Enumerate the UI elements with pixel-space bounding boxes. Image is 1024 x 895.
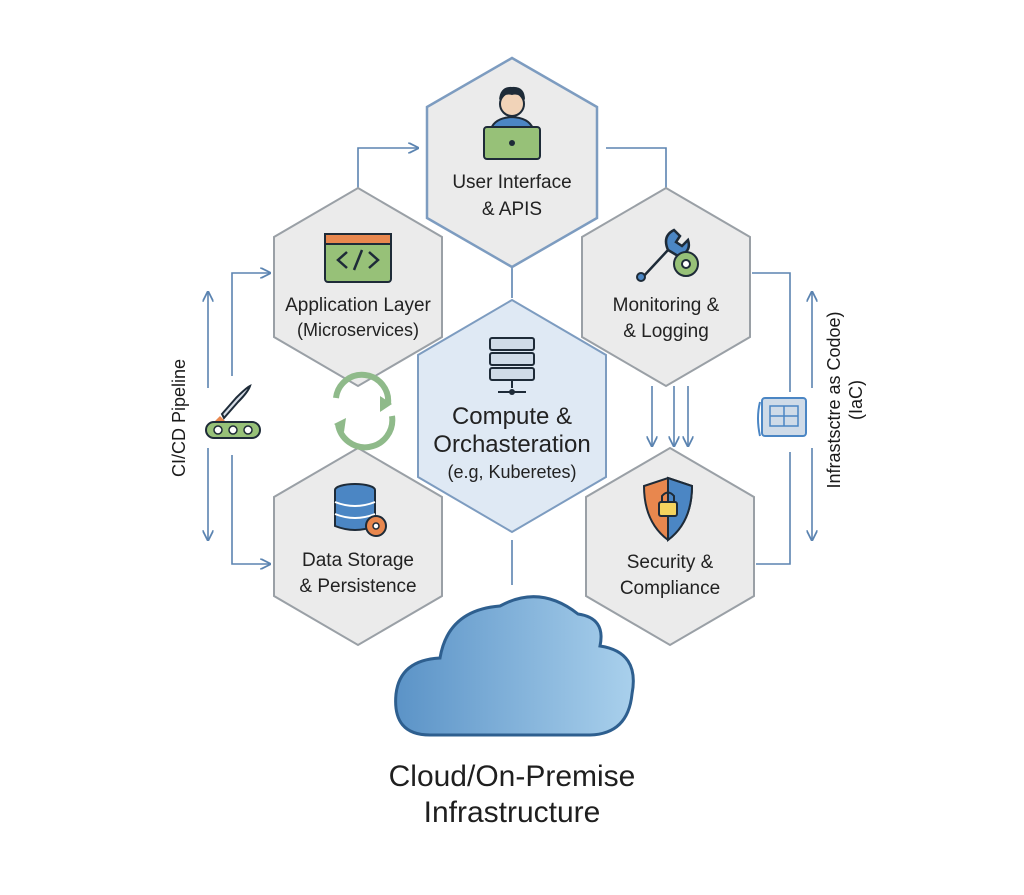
cloud-shape: [394, 595, 635, 737]
rocket-conveyor-icon: [205, 384, 261, 439]
connector-security-to-iac: [756, 452, 791, 565]
ui-label-line2: & APIS: [482, 199, 542, 220]
hex-data: Data Storage & Persistence: [273, 446, 443, 647]
app-label-line1: Application Layer: [285, 295, 431, 316]
ui-label-line1: User Interface: [452, 172, 571, 193]
user-laptop-icon: [483, 86, 541, 160]
iac-label-line2: (IaC): [846, 380, 866, 420]
cicd-pipeline-label: CI/CD Pipeline: [169, 359, 189, 477]
shield-lock-icon: [642, 476, 694, 543]
wrench-gear-icon: [636, 228, 699, 282]
infrastructure-label-line2: Infrastructure: [424, 796, 601, 829]
hex-ui-shape: [425, 56, 599, 269]
connector-ui-to-monitoring: [606, 147, 667, 195]
data-label-line2: & Persistence: [299, 576, 416, 597]
blueprint-icon: [757, 397, 807, 437]
hex-security: Security & Compliance: [585, 446, 755, 647]
hex-ui: User Interface & APIS: [425, 56, 599, 269]
monitoring-label-line2: & Logging: [623, 321, 709, 342]
database-gear-icon: [334, 483, 387, 537]
hex-compute: Compute & Orchasteration (e.g, Kuberetes…: [417, 298, 607, 534]
security-label-line1: Security &: [627, 552, 714, 573]
monitoring-label-line1: Monitoring &: [613, 295, 720, 316]
cycle-arrows-icon: [333, 371, 396, 451]
connector-cicd-to-data: [231, 455, 270, 564]
iac-label-line1: Infrastsctre as Codoe): [824, 311, 844, 488]
hex-compute-shape: [417, 298, 607, 534]
connector-cicd-to-app: [231, 273, 270, 376]
hex-app: Application Layer (Microservices): [273, 186, 443, 388]
connectors: [208, 148, 812, 585]
hex-monitoring: Monitoring & & Logging: [581, 186, 751, 388]
security-label-line2: Compliance: [620, 578, 720, 599]
compute-label-line2: Orchasteration: [433, 431, 590, 458]
compute-label-line1: Compute &: [452, 403, 572, 430]
code-window-icon: [324, 233, 392, 283]
server-rack-icon: [489, 337, 535, 395]
data-label-line1: Data Storage: [302, 550, 414, 571]
connector-monitoring-to-iac: [752, 272, 791, 392]
hex-monitoring-shape: [581, 186, 751, 388]
infrastructure-label-line1: Cloud/On-Premise: [389, 760, 636, 793]
connector-app-to-ui: [357, 148, 418, 195]
hex-data-shape: [273, 446, 443, 647]
hex-app-shape: [273, 186, 443, 388]
hex-security-shape: [585, 446, 755, 647]
app-label-line2: (Microservices): [297, 320, 419, 340]
compute-label-line3: (e.g, Kuberetes): [447, 462, 576, 482]
